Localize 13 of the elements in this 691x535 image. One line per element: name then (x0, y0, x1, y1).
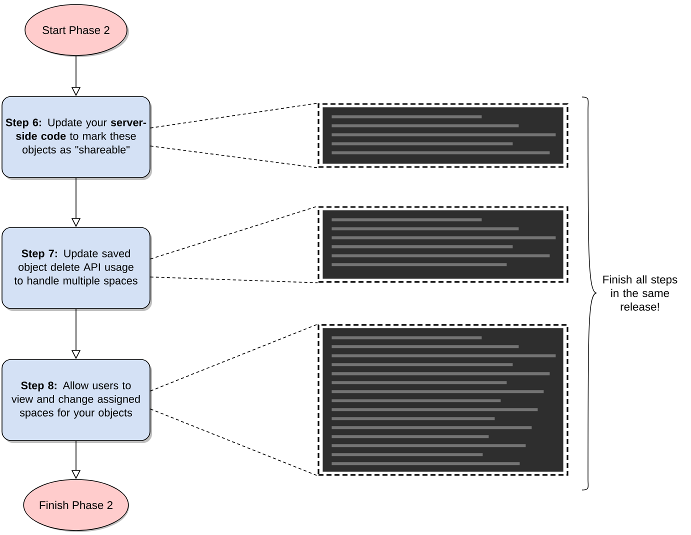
dashed-connector (150, 276, 318, 284)
note-text: Finish all steps in the same release! (603, 275, 678, 311)
process-box: Step 6: Update your server-side code to mark these objects as "shareable" (2, 96, 152, 180)
dashed-connector (150, 324, 318, 392)
screenshot-picture (318, 324, 568, 476)
screenshot-picture (318, 206, 568, 283)
dashed-connector (150, 102, 318, 128)
process-box: Step 8: Allow users to view and change assigned spaces for your objects (2, 359, 152, 443)
dashed-connector (150, 206, 318, 260)
screenshot-picture (318, 103, 568, 168)
dashed-connector (150, 146, 318, 168)
process-box: Step 7: Update saved object delete API usage to handle multiple spaces (2, 227, 152, 311)
dashed-connector (150, 408, 318, 476)
